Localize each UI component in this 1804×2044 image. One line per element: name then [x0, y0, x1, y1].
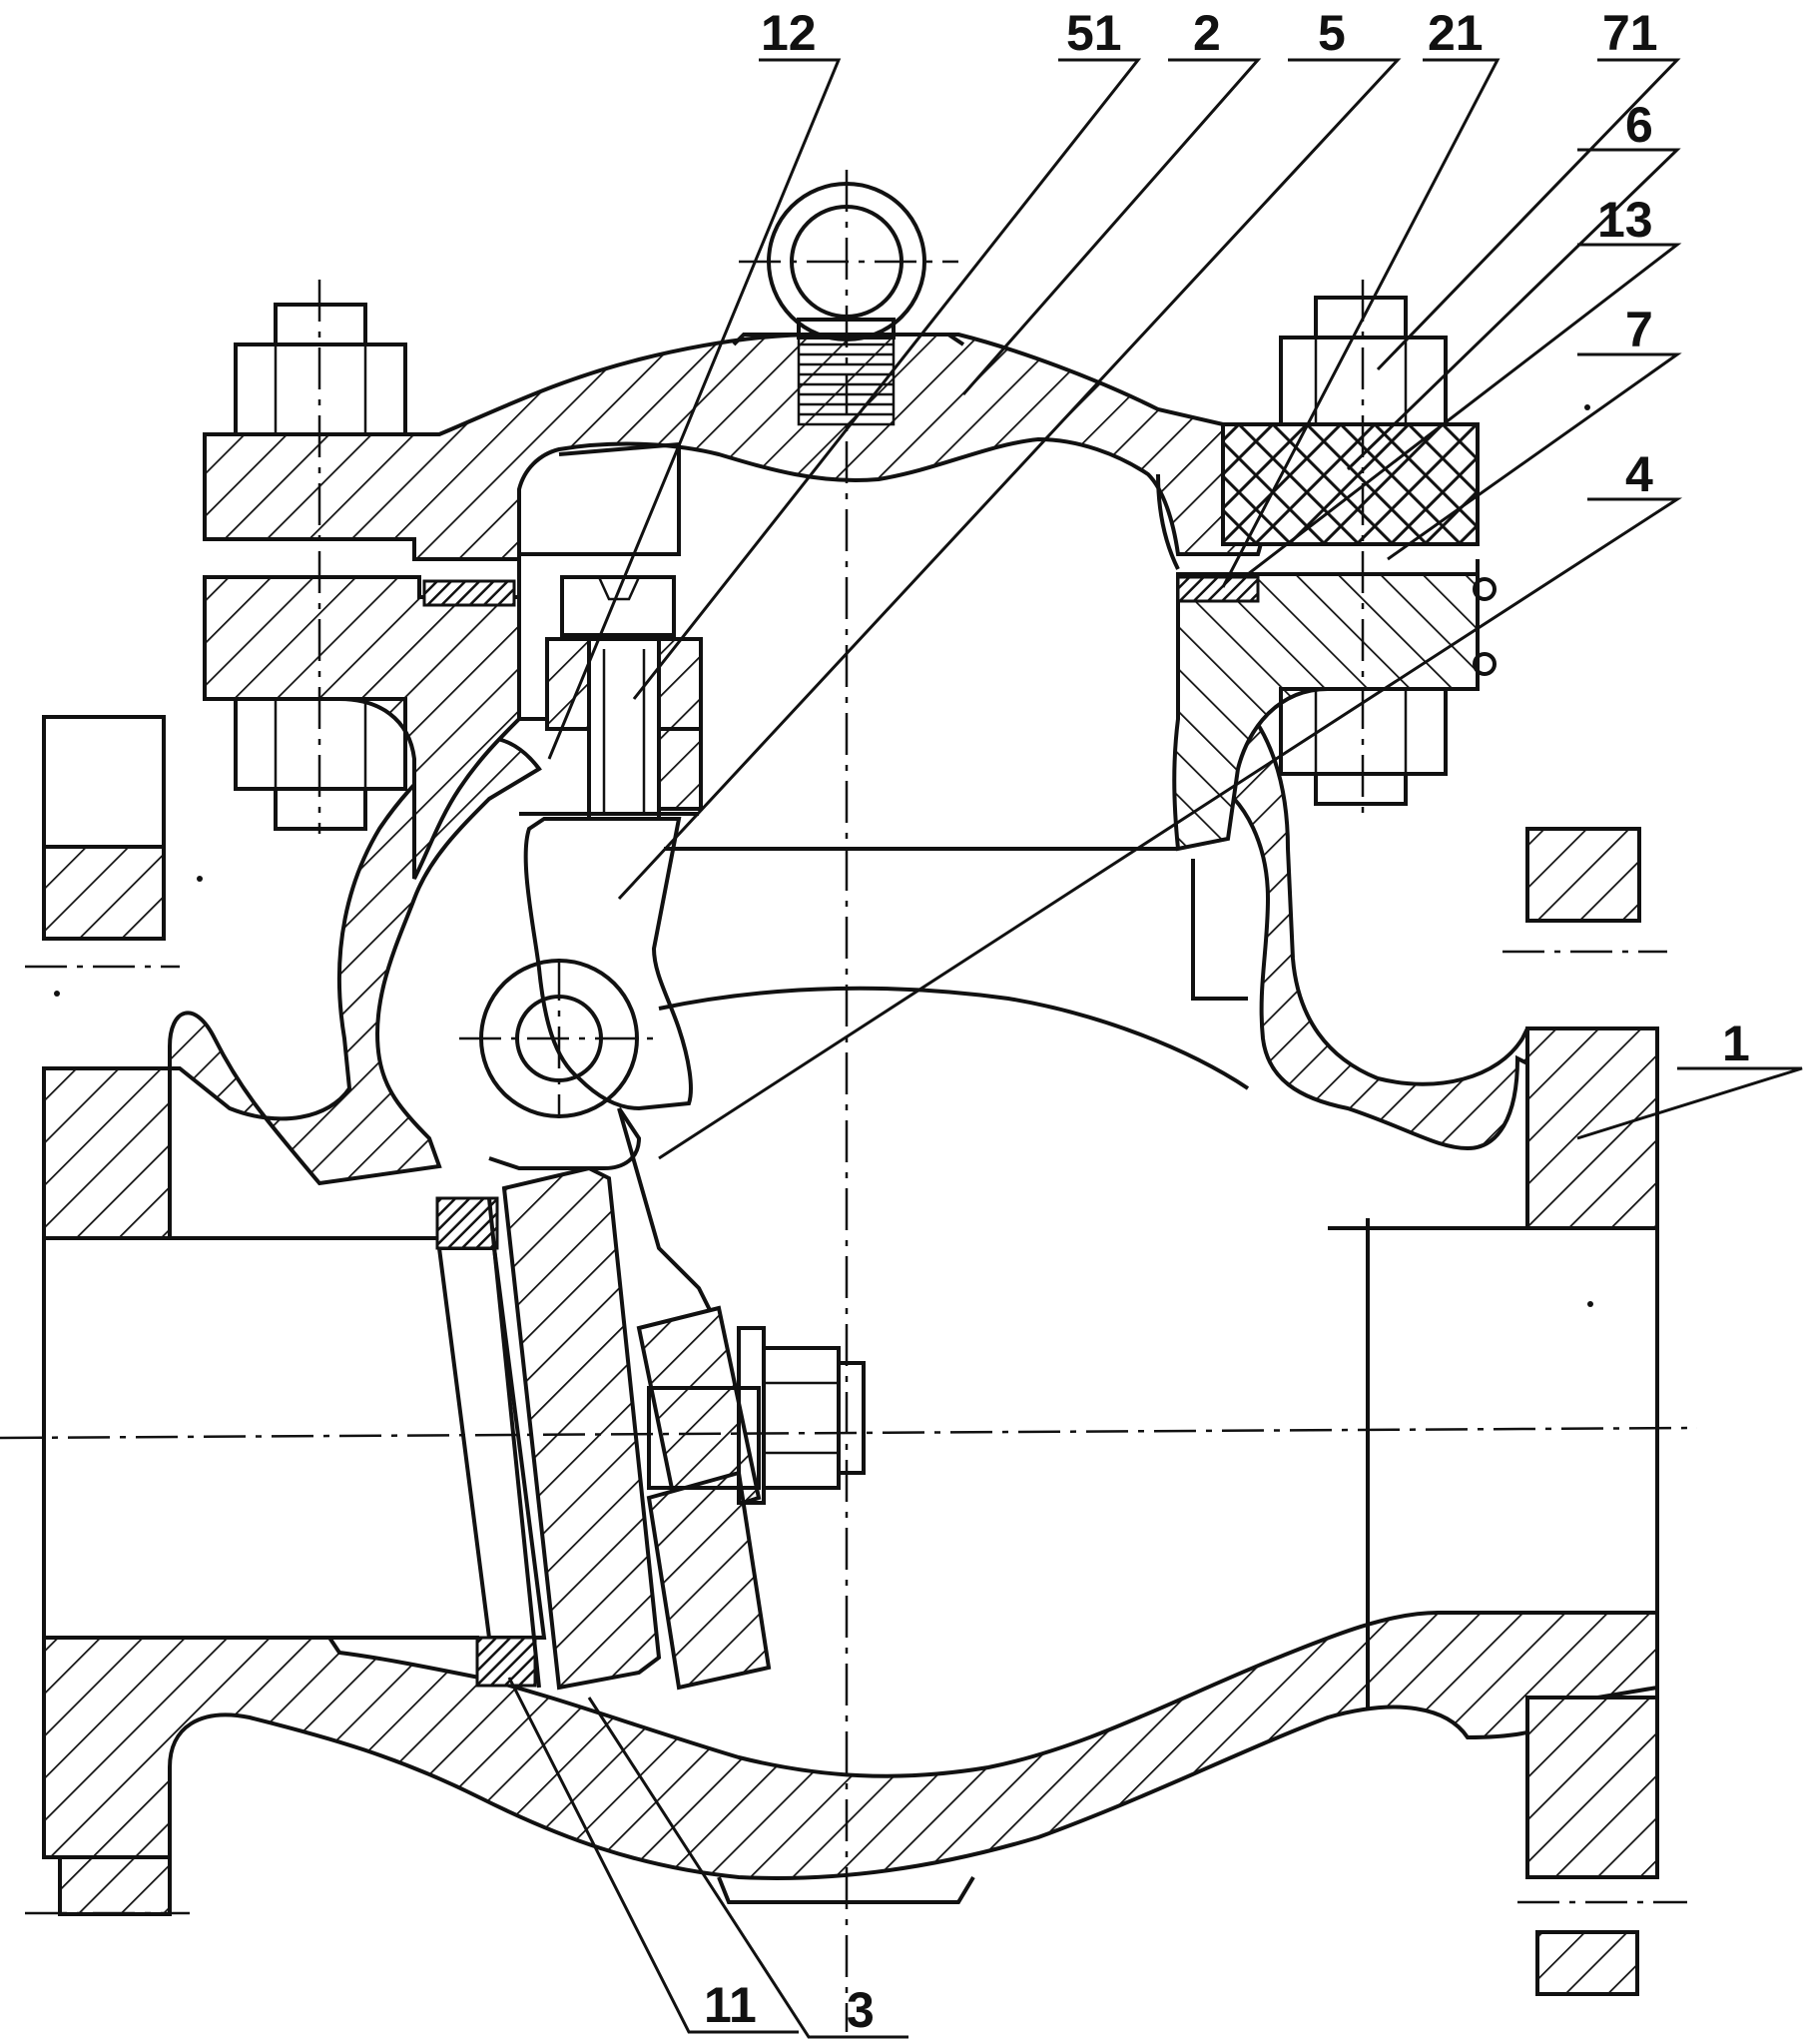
leader-21 [1221, 58, 1501, 588]
socket-head-screw-head [560, 575, 676, 637]
bonnet-cavity-right [1156, 473, 1180, 570]
leader-6 [1346, 148, 1681, 471]
stop-boss [1191, 859, 1248, 1001]
bonnet-inner-step [519, 441, 681, 556]
disc-hub-lower [646, 1470, 772, 1691]
left-flange-upper-hatch [42, 845, 166, 941]
callout-labels: 12 51 2 5 21 71 6 13 7 4 1 11 3 [704, 5, 1750, 2038]
seat-ring-top-face [435, 1196, 499, 1250]
left-flange-lower-tip [58, 1850, 172, 1916]
right-flange-lower-tip [1535, 1930, 1639, 1996]
horizontal-axis [0, 1426, 1698, 1440]
callout-71: 71 [1602, 5, 1658, 61]
disc-nut [762, 1346, 841, 1490]
disc-stud [647, 1386, 761, 1490]
disc-hub-upper [636, 1305, 762, 1526]
center-lines [0, 170, 1698, 2032]
body-flange-right [1172, 572, 1480, 852]
right-flange-lower-section [1525, 1696, 1659, 1879]
callout-11: 11 [704, 1977, 757, 2033]
callout-1: 1 [1722, 1016, 1750, 1071]
split-pin [837, 1361, 866, 1475]
rivet-upper [1473, 577, 1497, 601]
leader-4 [658, 497, 1683, 1160]
callout-3: 3 [847, 1982, 875, 2038]
support-right-block [657, 637, 703, 731]
seat-line [487, 1197, 541, 1689]
chamber-arc [658, 986, 1250, 1090]
hinge-arm-lower [488, 1106, 642, 1170]
hinge-arm-body [523, 817, 693, 1111]
body-bottom-shell [42, 1611, 1659, 1880]
leader-11 [507, 1677, 799, 2034]
leader-12 [547, 58, 842, 760]
support-lower-block [657, 727, 703, 811]
callout-5: 5 [1318, 5, 1346, 61]
leader-5 [617, 58, 1402, 901]
callout-51: 51 [1066, 5, 1122, 61]
callout-13: 13 [1597, 192, 1653, 248]
right-bonnet-flange-bolted [1221, 422, 1480, 546]
leader-51 [632, 58, 1142, 700]
body-left-upper-wall [42, 735, 542, 1240]
valve-body [42, 686, 1659, 1996]
seat-ring-bottom-face [475, 1636, 537, 1688]
socket-hex [597, 576, 641, 601]
leader-3 [587, 1697, 908, 2039]
disc-body [501, 1165, 662, 1691]
stray-dot [1584, 404, 1590, 410]
callout-2: 2 [1193, 5, 1221, 61]
body-flange-left [203, 575, 521, 880]
arm-to-disc-edge [617, 1107, 716, 1319]
hinge-support [519, 575, 703, 821]
rivet-lower [1473, 652, 1497, 676]
hinge-screw-shank [587, 637, 661, 821]
leader-2 [961, 58, 1262, 395]
leader-13 [1247, 243, 1682, 576]
callout-12: 12 [761, 5, 817, 61]
leader-71 [1376, 58, 1681, 371]
left-flange-upper-bore [42, 715, 166, 849]
right-flange-upper-section [1525, 1026, 1659, 1230]
gasket-right [1176, 575, 1260, 603]
callout-21: 21 [1428, 5, 1484, 61]
callout-4: 4 [1625, 446, 1653, 502]
right-stud-top-end [1314, 296, 1408, 340]
callout-6: 6 [1625, 97, 1653, 153]
stray-dot [197, 876, 203, 882]
seat-ring [435, 1196, 547, 1689]
right-flange-upper-tip [1525, 827, 1641, 923]
leader-1 [1576, 1066, 1803, 1140]
disc [501, 1165, 866, 1691]
bottom-drain-boss [717, 1875, 975, 1904]
gasket-left [422, 579, 516, 607]
leader-7 [1387, 352, 1682, 561]
body-top-flange [203, 572, 1480, 880]
stray-dot [1587, 1301, 1593, 1307]
callout-7: 7 [1625, 302, 1653, 357]
right-stud-bottom-end [1314, 772, 1408, 806]
stray-dot [54, 991, 60, 997]
leader-lines [507, 58, 1803, 2039]
